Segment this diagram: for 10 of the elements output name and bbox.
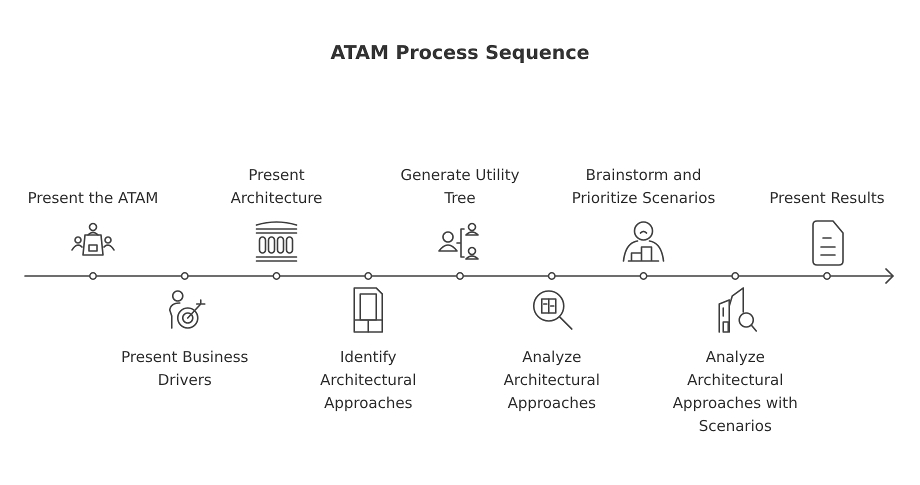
step-label: Brainstorm and Prioritize Scenarios <box>570 165 716 209</box>
step-label: Analyze Architectural Approaches <box>502 347 601 414</box>
step-label: Analyze Architectural Approaches with Scenarios <box>672 347 799 437</box>
step-label: Generate Utility Tree <box>400 165 520 209</box>
step-label: Present Architecture <box>230 165 324 209</box>
step-label: Present the ATAM <box>26 188 160 209</box>
diagram-title: ATAM Process Sequence <box>330 42 590 64</box>
step-label: Present Business Drivers <box>120 347 250 391</box>
step-label: Present Results <box>768 188 886 209</box>
step-label: Identify Architectural Approaches <box>319 347 418 414</box>
